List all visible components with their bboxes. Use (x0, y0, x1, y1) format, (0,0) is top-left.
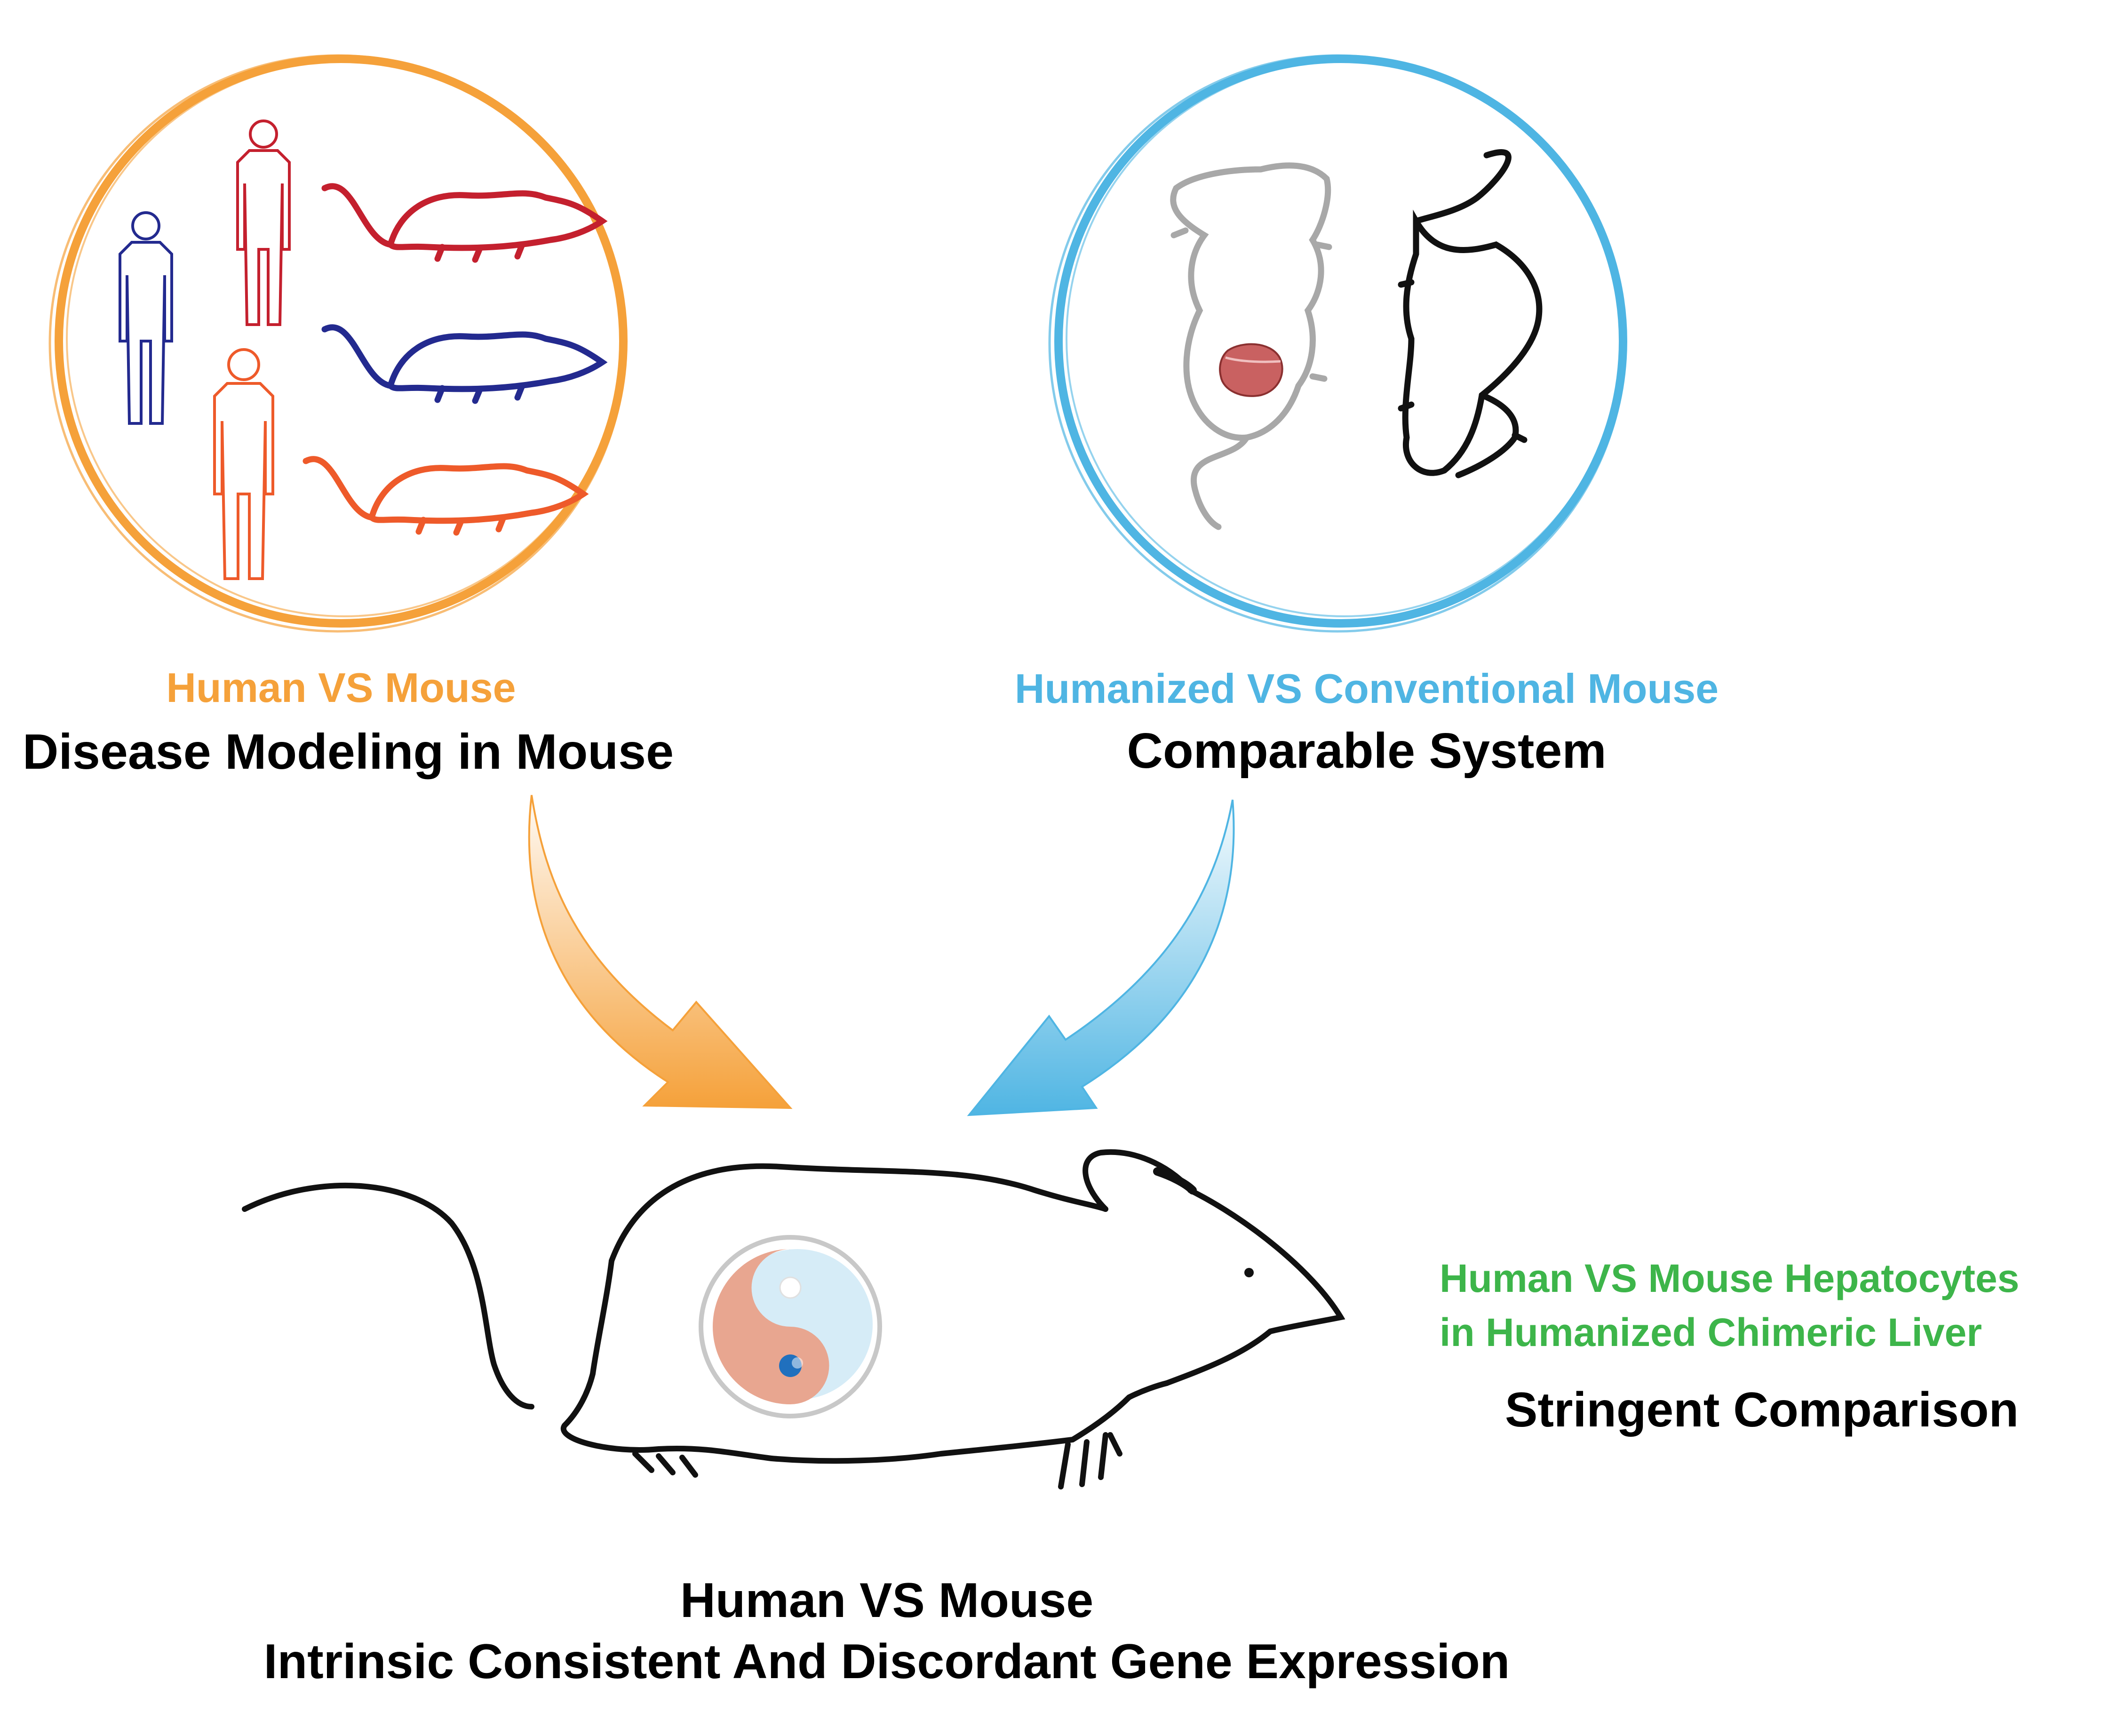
mouse-icon (1170, 162, 1332, 530)
bottom-line2: Intrinsic Consistent And Discordant Gene… (263, 1634, 1510, 1689)
mouse-icon (1398, 149, 1543, 478)
right-title: Comparable System (1127, 723, 1607, 779)
bottom-line1: Human VS Mouse (680, 1573, 1094, 1628)
human-figure-icon (119, 211, 173, 425)
right-subtitle: Humanized VS Conventional Mouse (1014, 665, 1719, 712)
liver-icon (1219, 343, 1283, 397)
mouse-icon (242, 1149, 1345, 1489)
mouse-eye (1244, 1268, 1254, 1277)
right-circle (1048, 54, 1627, 633)
human-figure-icon (213, 348, 274, 580)
side-line2: in Humanized Chimeric Liver (1440, 1310, 1982, 1354)
left-circle (48, 54, 628, 633)
mouse-icon (321, 183, 608, 263)
arrow-icon (528, 795, 793, 1109)
side-title: Stringent Comparison (1504, 1383, 2019, 1437)
left-subtitle: Human VS Mouse (166, 664, 516, 711)
left-title: Disease Modeling in Mouse (22, 724, 674, 780)
mouse-icon (321, 324, 608, 404)
side-line1: Human VS Mouse Hepatocytes (1440, 1256, 2020, 1300)
yin-yang-icon (699, 1235, 882, 1418)
human-figure-icon (236, 119, 291, 326)
mouse-icon (302, 456, 589, 536)
arrow-icon (967, 799, 1235, 1116)
